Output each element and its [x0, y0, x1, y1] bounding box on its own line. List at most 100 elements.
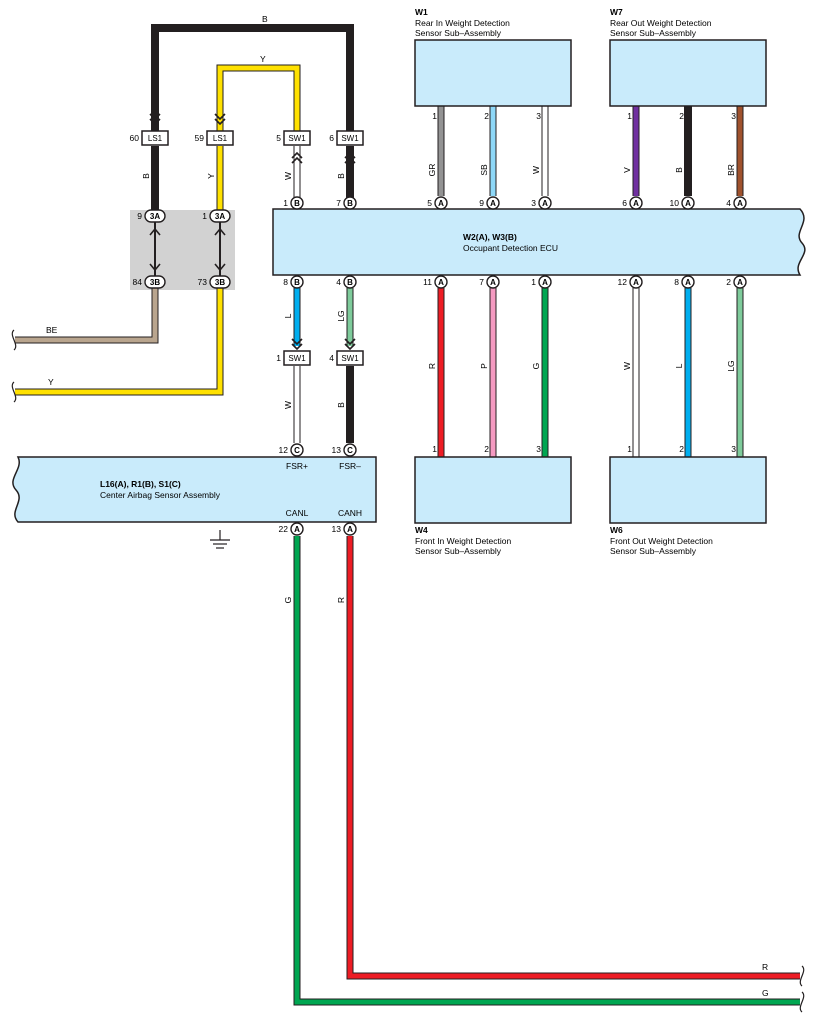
labels: B Y 60 59 5 6 B Y W B GR SB W V B BR L L… — [46, 7, 769, 998]
chevron-up-icon — [344, 151, 356, 164]
wire-label-w1-1: GR — [427, 164, 437, 177]
pin-ecu-a8-connector: A — [685, 278, 691, 287]
sw1-top-left-box — [283, 130, 311, 146]
pin-ecu-b1-number: 1 — [283, 198, 288, 208]
wire-label-ls1-left: B — [141, 173, 151, 179]
pin-sw1-top-left: 5 — [276, 133, 281, 143]
pin-junction-9-connector: 3A — [150, 212, 160, 221]
pin-ecu-a11-connector: A — [438, 278, 444, 287]
w4-name1: Front In Weight Detection — [415, 536, 511, 546]
chevron-down-icon — [214, 113, 226, 126]
junction-arrow-icon — [214, 227, 226, 272]
pin-ecu-a9-number: 9 — [479, 198, 484, 208]
pin-ecu-b7-number: 7 — [336, 198, 341, 208]
ecu-name: Occupant Detection ECU — [463, 243, 558, 253]
wire-top-y — [217, 65, 300, 145]
wire-label-top-y: Y — [260, 54, 266, 64]
ls1-left-label: LS1 — [148, 134, 163, 143]
wire-label-w4-1: R — [427, 363, 437, 369]
pin-junction-9-marker — [144, 209, 166, 223]
pin-w6-1: 1 — [627, 444, 632, 454]
pin-ecu-a5-marker — [434, 196, 448, 210]
w1-name1: Rear In Weight Detection — [415, 18, 510, 28]
wire-label-top-b: B — [262, 14, 268, 24]
break-mark-r — [799, 965, 805, 987]
pin-ecu-a3-connector: A — [542, 199, 548, 208]
connector-boxes — [141, 130, 364, 366]
pin-junction-1-marker — [209, 209, 231, 223]
w7-id: W7 — [610, 7, 623, 17]
wire-canl — [294, 536, 800, 1005]
ecu-box — [272, 208, 806, 276]
break-marks — [11, 329, 805, 1013]
pin-ecu-a9-connector: A — [490, 199, 496, 208]
pin-ecu-a7-connector: A — [490, 278, 496, 287]
w7-name1: Rear Out Weight Detection — [610, 18, 712, 28]
pin-ecu-b8-connector: B — [294, 278, 300, 287]
pin-ecu-a4-number: 4 — [726, 198, 731, 208]
wire-label-canl: G — [283, 597, 293, 604]
pin-ecu-a10-number: 10 — [670, 198, 680, 208]
sw1-bot-right-label: SW1 — [341, 354, 359, 363]
wire-label-sw1-top-left: W — [283, 172, 293, 180]
sw1-bot-left-box — [283, 350, 311, 366]
pin-ecu-a4-marker — [733, 196, 747, 210]
wire-label-canh: R — [336, 597, 346, 603]
wire-label-bus-g: G — [762, 988, 769, 998]
ls1-right-label: LS1 — [213, 134, 228, 143]
pin-ls1-left: 60 — [130, 133, 140, 143]
airbag-id: L16(A), R1(B), S1(C) — [100, 479, 181, 489]
chevron-down-icon — [291, 338, 303, 351]
pin-w6-2: 2 — [679, 444, 684, 454]
w7-name2: Sensor Sub–Assembly — [610, 28, 697, 38]
wire-label-w7-2: B — [674, 167, 684, 173]
wire-y-left — [15, 288, 223, 395]
pin-junction-73-connector: 3B — [215, 278, 225, 287]
chevron-up-icon — [291, 151, 303, 164]
w6-name1: Front Out Weight Detection — [610, 536, 713, 546]
w1-box — [414, 39, 572, 107]
pin-ecu-b4-connector: B — [347, 278, 353, 287]
wire-label-w6-1: W — [622, 362, 632, 370]
chevron-down-icon — [149, 113, 161, 126]
pin-sw1-bot-left: 1 — [276, 353, 281, 363]
signal-canl: CANL — [286, 508, 309, 518]
airbag-name: Center Airbag Sensor Assembly — [100, 490, 221, 500]
pin-w1-3: 3 — [536, 111, 541, 121]
connector-arrows — [149, 113, 356, 351]
wire-label-sw1-bot-right: B — [336, 402, 346, 408]
signal-canh: CANH — [338, 508, 362, 518]
w4-box — [414, 456, 572, 524]
pin-ecu-a4-connector: A — [737, 199, 743, 208]
connector-box-labels: LS1 LS1 SW1 SW1 SW1 SW1 — [148, 134, 359, 363]
pin-ecu-a1-connector: A — [542, 278, 548, 287]
wire-canh — [347, 536, 800, 979]
pin-ecu-a3-marker — [538, 196, 552, 210]
pin-ecu-b1-connector: B — [294, 199, 300, 208]
pin-ecu-a7-marker — [486, 275, 500, 289]
pin-ecu-a9-marker — [486, 196, 500, 210]
pin-airbag-a22-connector: A — [294, 525, 300, 534]
pin-junction-73-marker — [209, 275, 231, 289]
pin-ecu-a12-marker — [629, 275, 643, 289]
pin-ecu-a5-number: 5 — [427, 198, 432, 208]
sw1-bot-right-box — [336, 350, 364, 366]
pin-junction-1-connector: 3A — [215, 212, 225, 221]
pin-w7-1: 1 — [627, 111, 632, 121]
pin-junction-84-number: 84 — [133, 277, 143, 287]
wire-canl-outline — [293, 536, 800, 1006]
sw1-top-right-label: SW1 — [341, 134, 359, 143]
w1-id: W1 — [415, 7, 428, 17]
pin-w7-3: 3 — [731, 111, 736, 121]
w4-id: W4 — [415, 525, 428, 535]
sw1-top-right-box — [336, 130, 364, 146]
pin-ecu-a6-number: 6 — [622, 198, 627, 208]
pin-ecu-a8-number: 8 — [674, 277, 679, 287]
break-mark-y — [11, 381, 17, 403]
wire-be — [15, 288, 158, 343]
pin-ls1-right: 59 — [195, 133, 205, 143]
pin-w1-1: 1 — [432, 111, 437, 121]
ls1-left-box — [141, 130, 169, 146]
pin-junction-84-marker — [144, 275, 166, 289]
